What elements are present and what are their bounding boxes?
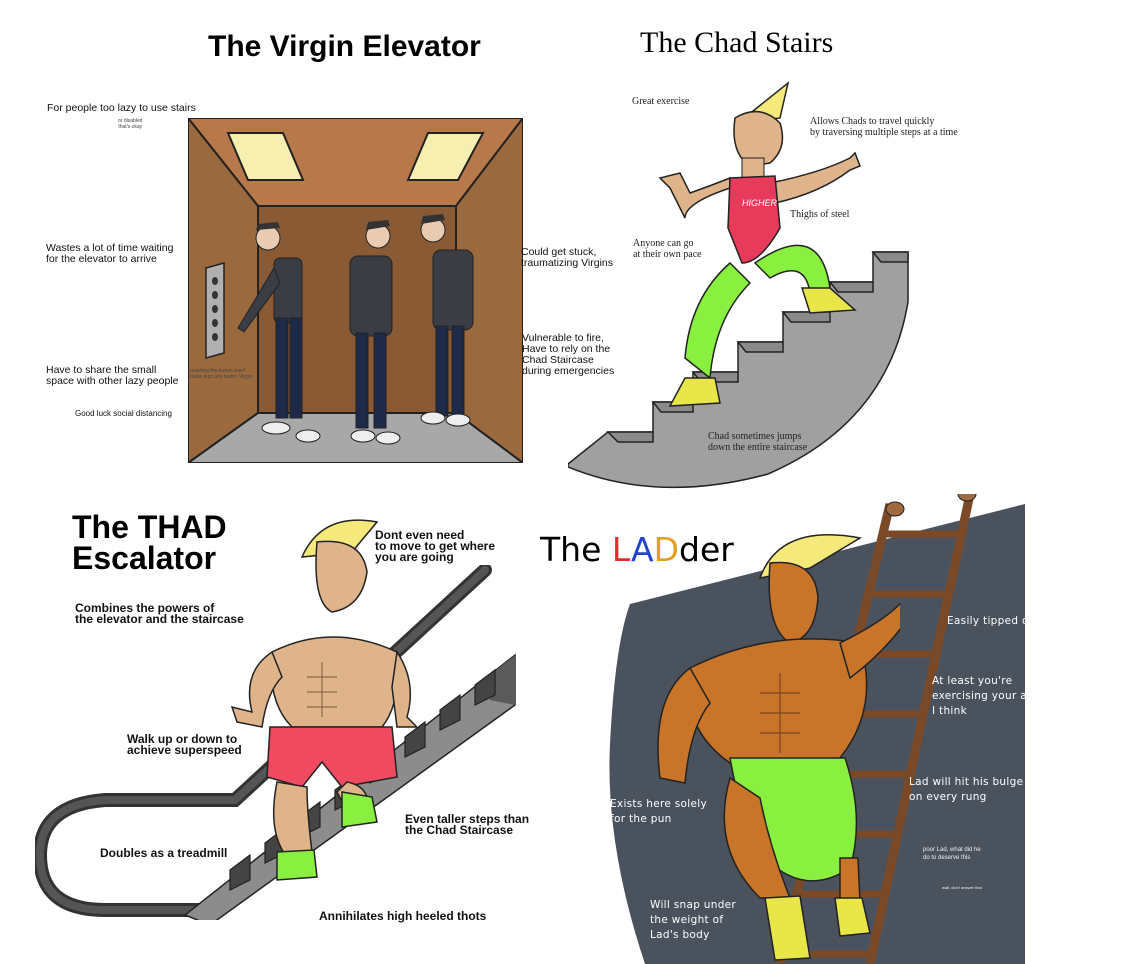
virgin-title: The Virgin Elevator bbox=[208, 30, 481, 63]
virgin-figure-2 bbox=[349, 220, 401, 445]
virgin-figure-1 bbox=[237, 222, 321, 443]
thad-figure bbox=[230, 519, 417, 881]
caption-steps: Even taller steps than the Chad Staircas… bbox=[405, 812, 530, 837]
chad-shirt-text: HIGHER bbox=[742, 198, 778, 208]
caption-walk: Walk up or down to achieve superspeed bbox=[127, 732, 242, 757]
caption-arms: At least you're exercising your arms, I … bbox=[932, 675, 1052, 717]
caption-pace: Anyone can go at their own pace bbox=[633, 238, 702, 260]
caption-share: Have to share the small space with other… bbox=[46, 364, 179, 387]
lad-title-part-l: L bbox=[611, 530, 632, 569]
caption-distancing: Good luck social distancing bbox=[75, 409, 172, 418]
elevator-illustration bbox=[188, 118, 523, 463]
chad-figure: HIGHER bbox=[658, 81, 861, 407]
caption-bulge: Lad will hit his bulge on every rung bbox=[909, 776, 1024, 803]
lad-title-part-the: The bbox=[540, 530, 612, 569]
virgin-figure-3 bbox=[420, 214, 474, 427]
lad-title-part-a: A bbox=[631, 530, 654, 569]
caption-pun: Exists here solely for the pun bbox=[610, 798, 707, 825]
caption-travel: Allows Chads to travel quickly by traver… bbox=[810, 116, 958, 138]
caption-lazy: For people too lazy to use stairs bbox=[47, 102, 196, 114]
caption-tiny: wait, don't answer that bbox=[942, 885, 982, 890]
caption-treadmill: Doubles as a treadmill bbox=[100, 846, 228, 860]
caption-tipped: Easily tipped over bbox=[947, 615, 1047, 627]
caption-snap: Will snap under the weight of Lad's body bbox=[650, 899, 737, 941]
caption-fire: Vulnerable to fire, Have to rely on the … bbox=[522, 332, 615, 377]
lad-title-part-der: der bbox=[679, 530, 734, 569]
caption-stuck: Could get stuck, traumatizing Virgins bbox=[521, 246, 614, 269]
caption-poor: poor Lad, what did he do to deserve this bbox=[923, 847, 981, 861]
chad-title: The Chad Stairs bbox=[640, 26, 834, 59]
caption-button-note: mashing the button won't make it go any … bbox=[190, 368, 252, 380]
lad-title: The LADder bbox=[540, 530, 734, 569]
lad-figure bbox=[657, 534, 900, 961]
caption-combines: Combines the powers of the elevator and … bbox=[75, 601, 244, 626]
caption-thighs: Thighs of steel bbox=[790, 209, 850, 220]
caption-jumps: Chad sometimes jumps down the entire sta… bbox=[708, 431, 808, 453]
caption-waiting: Wastes a lot of time waiting for the ele… bbox=[46, 242, 174, 265]
caption-move: Dont even need to move to get where you … bbox=[375, 528, 496, 564]
caption-heeled: Annihilates high heeled thots bbox=[319, 909, 487, 923]
thad-title: The THAD Escalator bbox=[72, 509, 227, 576]
caption-disabled: or disabled that's okay bbox=[118, 118, 143, 130]
caption-exercise: Great exercise bbox=[632, 96, 690, 107]
lad-title-part-d: D bbox=[653, 530, 680, 569]
